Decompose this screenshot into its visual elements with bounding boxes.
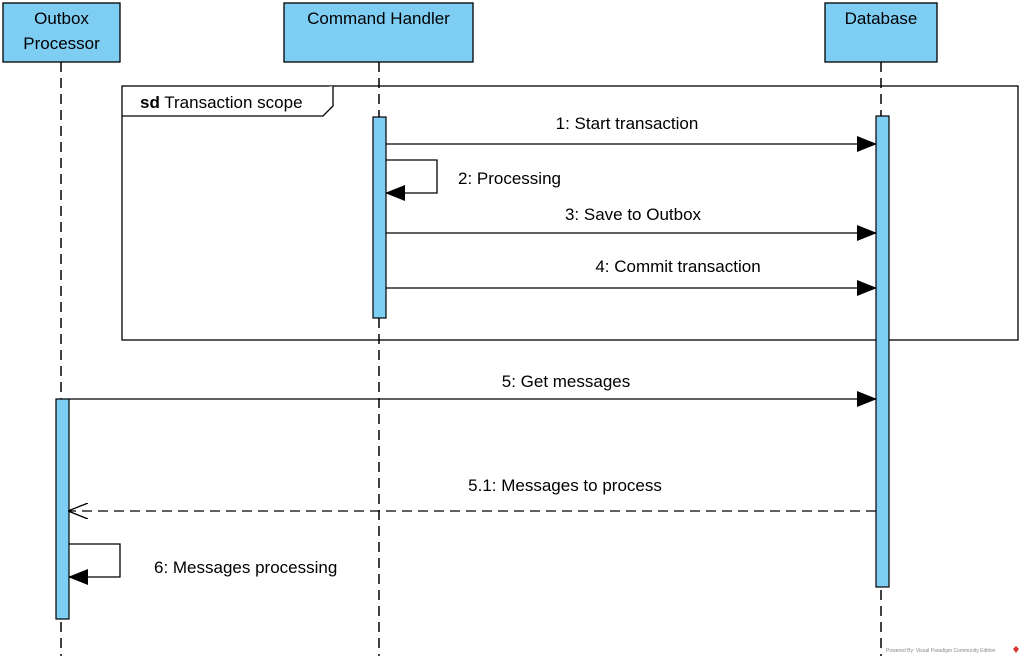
participant-label: Processor bbox=[23, 34, 100, 53]
combined-fragment-frame: sd Transaction scope bbox=[121, 85, 1019, 341]
frame-title: sd Transaction scope bbox=[140, 93, 303, 112]
visual-paradigm-logo-icon bbox=[1013, 646, 1019, 653]
activation-outbox-processor bbox=[55, 398, 70, 620]
participant-database[interactable]: Database bbox=[824, 2, 938, 63]
message-4-label: 4: Commit transaction bbox=[595, 257, 760, 276]
message-2-arrow bbox=[385, 159, 438, 201]
participant-label: Database bbox=[845, 9, 918, 28]
message-6-arrow bbox=[68, 543, 121, 585]
message-5-label: 5: Get messages bbox=[502, 372, 631, 391]
watermark: Powered By: Visual Paradigm Community Ed… bbox=[886, 646, 1019, 654]
participant-command-handler[interactable]: Command Handler bbox=[283, 2, 474, 63]
participant-outbox-processor[interactable]: Outbox Processor bbox=[2, 2, 121, 63]
message-6-label: 6: Messages processing bbox=[154, 558, 337, 577]
message-1-label: 1: Start transaction bbox=[556, 114, 699, 133]
watermark-text: Powered By: Visual Paradigm Community Ed… bbox=[886, 648, 996, 654]
participant-label: Command Handler bbox=[307, 9, 450, 28]
message-5-1-label: 5.1: Messages to process bbox=[468, 476, 662, 495]
activation-database bbox=[875, 115, 890, 588]
message-2-label: 2: Processing bbox=[458, 169, 561, 188]
message-3-label: 3: Save to Outbox bbox=[565, 205, 702, 224]
activation-command-handler bbox=[372, 116, 387, 319]
participant-label: Outbox bbox=[34, 9, 89, 28]
